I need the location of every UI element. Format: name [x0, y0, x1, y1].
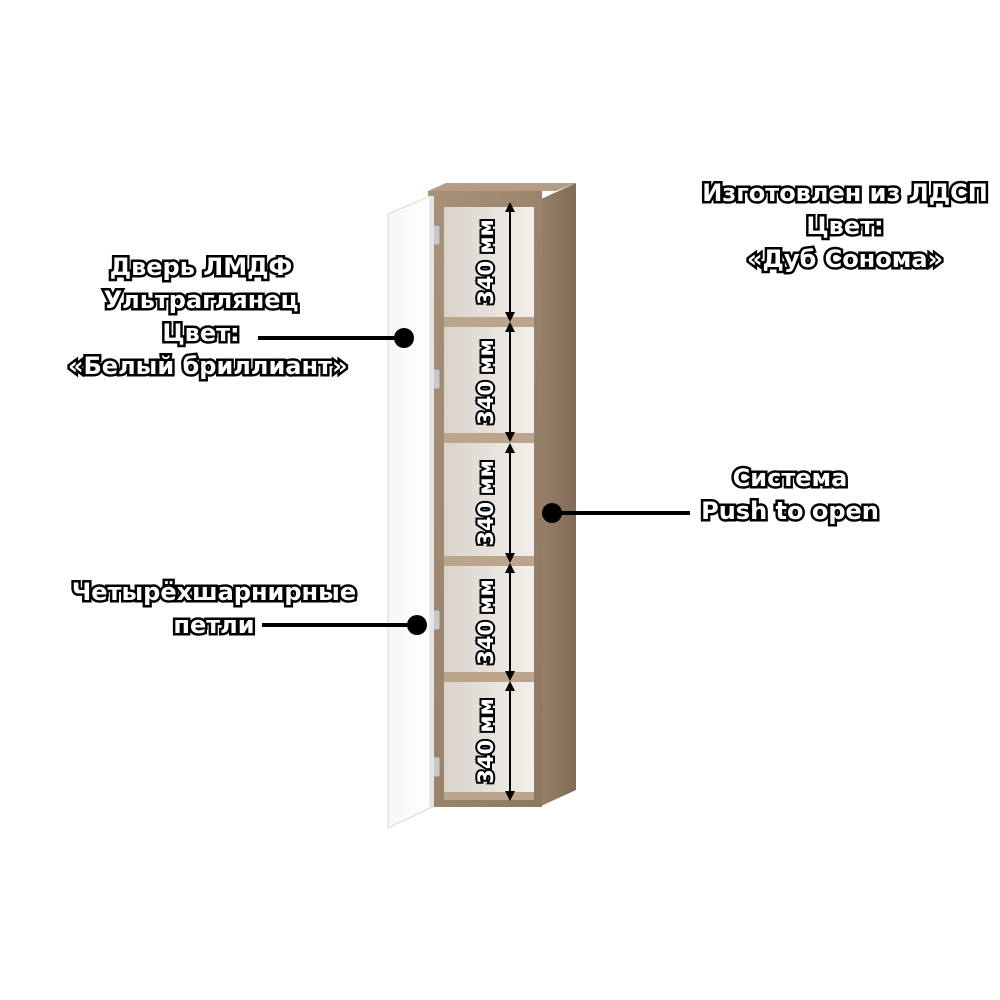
compartment — [444, 443, 534, 556]
body-material-label: Изготовлен из ЛДСП Цвет: «Дуб Сонома» — [700, 177, 991, 276]
shelf — [444, 556, 534, 566]
dimension-labels: 340 мм 340 мм 340 мм 340 мм 340 мм — [472, 217, 500, 785]
door-material-label: Дверь ЛМДФ Ультраглянец Цвет: «Белый бри… — [66, 251, 350, 383]
compartment — [444, 566, 534, 672]
compartments — [444, 207, 534, 792]
push-callout-dot — [542, 503, 562, 523]
cabinet-side-panel — [541, 183, 576, 806]
door-edge — [430, 196, 434, 808]
dimension-label: 340 мм — [474, 698, 498, 783]
dimension-label: 340 мм — [474, 460, 498, 545]
door-label-line: «Белый бриллиант» — [66, 350, 350, 383]
material-label-line: Цвет: — [804, 210, 886, 243]
door-callout-dot — [394, 328, 414, 348]
shelf — [444, 433, 534, 443]
callouts — [258, 328, 690, 635]
material-label-line: «Дуб Сонома» — [744, 243, 945, 276]
hinge-label-line: петли — [171, 609, 257, 642]
dimension-label: 340 мм — [474, 219, 498, 304]
compartment — [444, 207, 534, 317]
compartment — [444, 327, 534, 433]
compartment — [444, 682, 534, 792]
hinge-callout-dot — [407, 615, 427, 635]
dimension-label: 340 мм — [474, 339, 498, 424]
push-label-line: Push to open — [699, 495, 882, 528]
shelf — [444, 317, 534, 327]
hinge-label-line: Четырёхшарнирные — [69, 576, 358, 609]
shelf — [444, 672, 534, 682]
hinges-label: Четырёхшарнирные петли — [64, 576, 364, 642]
cabinet-bottom — [444, 792, 534, 800]
shelves — [444, 317, 534, 682]
material-label-line: Изготовлен из ЛДСП — [700, 177, 991, 210]
push-to-open-label: Система Push to open — [680, 462, 900, 528]
door-label-line: Цвет: — [160, 317, 242, 350]
push-label-line: Система — [730, 462, 850, 495]
dimension-label: 340 мм — [474, 579, 498, 664]
open-door — [387, 195, 431, 829]
door-label-line: Дверь ЛМДФ — [107, 251, 295, 284]
door-label-line: Ультраглянец — [101, 284, 301, 317]
cabinet-top — [428, 183, 576, 191]
